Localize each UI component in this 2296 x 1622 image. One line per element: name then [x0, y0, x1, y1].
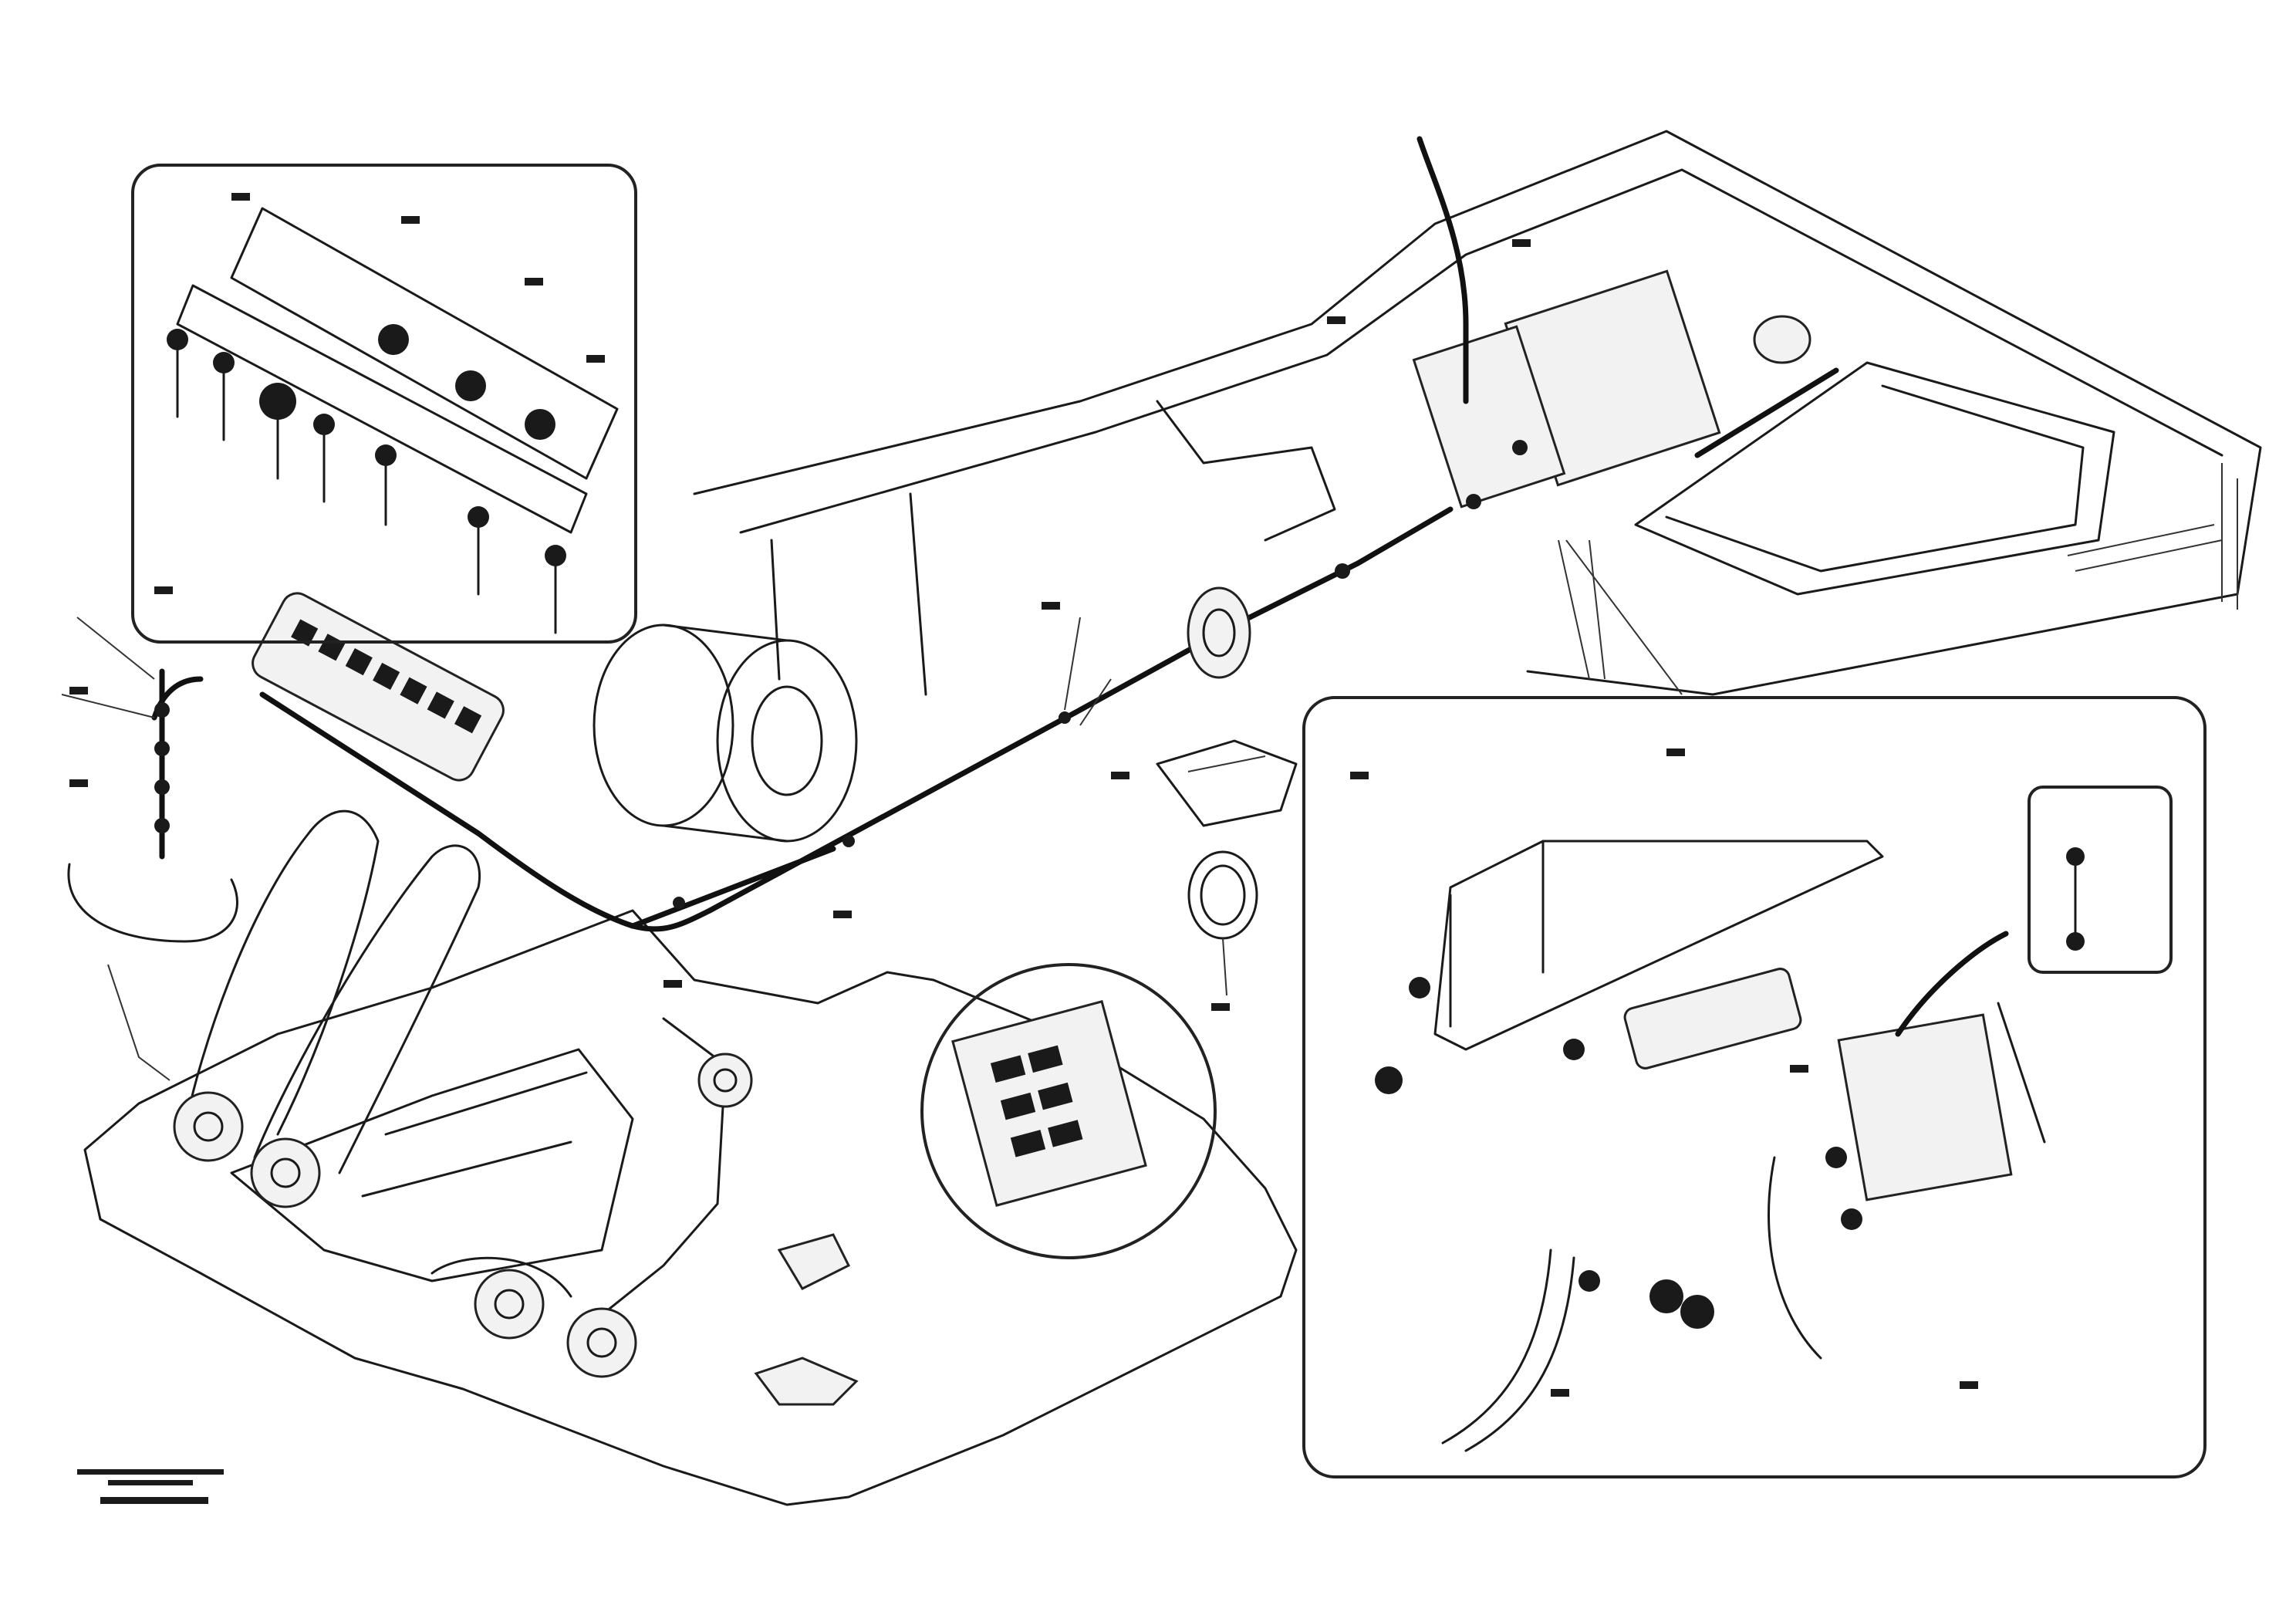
fastener-row — [167, 324, 566, 634]
title-block — [77, 1469, 224, 1504]
callout-markers — [69, 193, 1978, 1397]
leader-lines — [61, 539, 1683, 1081]
valve-assembly — [1412, 136, 1839, 509]
grommet-ring — [1187, 850, 1258, 996]
detail-circle-switch-panel — [920, 963, 1217, 1259]
bracket-sketch — [1156, 739, 1298, 827]
left-connector-block — [67, 592, 505, 943]
boom-link-arms — [173, 809, 753, 1378]
lower-frame-outline — [83, 909, 1298, 1506]
detail-box-bottom-right — [1302, 696, 2207, 1478]
swing-drum — [593, 623, 858, 843]
detail-box-top-left — [131, 164, 637, 644]
upper-frame-outline — [693, 130, 2262, 696]
main-cable-harness — [151, 506, 1454, 932]
